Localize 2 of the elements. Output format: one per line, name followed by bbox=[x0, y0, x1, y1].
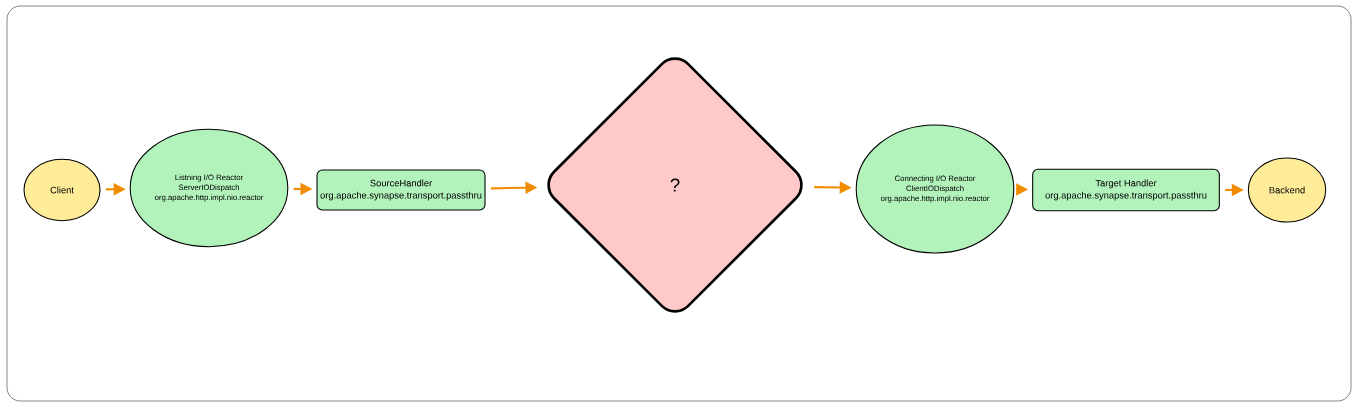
handler-box: Target Handler org.apache.synapse.transport.passthru bbox=[1032, 168, 1220, 212]
handler-box: SourceHandler org.apache.synapse.transport.passthru bbox=[316, 169, 486, 211]
